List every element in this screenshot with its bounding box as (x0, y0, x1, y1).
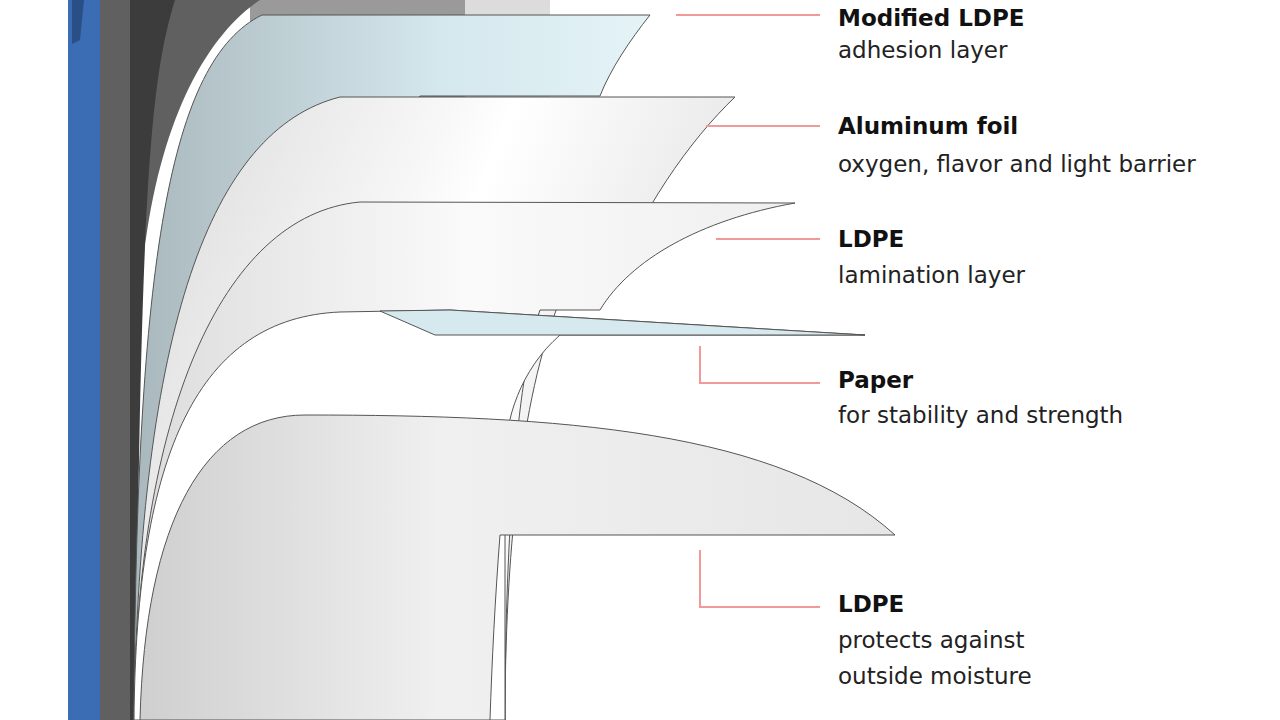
layer-description: oxygen, flavor and light barrier (838, 146, 1196, 182)
layer-description: for stability and strength (838, 397, 1123, 433)
layer-name: Aluminum foil (838, 108, 1018, 144)
leader-line (700, 550, 820, 607)
paper-edge (380, 310, 865, 335)
leader-line (700, 346, 820, 383)
leader-line (706, 125, 820, 127)
layer-name: Paper (838, 362, 913, 398)
layer-description: protects against outside moisture (838, 622, 1088, 694)
layer-name: LDPE (838, 221, 904, 257)
leader-line (716, 238, 820, 240)
carton-edge-shade (72, 0, 84, 44)
layer-name: Modified LDPE (838, 0, 1024, 36)
layer-description: lamination layer (838, 257, 1025, 293)
outer-ldpe-layer (140, 415, 895, 720)
leader-line (676, 14, 820, 16)
layer-description: adhesion layer (838, 32, 1007, 68)
layer-name: LDPE (838, 586, 904, 622)
